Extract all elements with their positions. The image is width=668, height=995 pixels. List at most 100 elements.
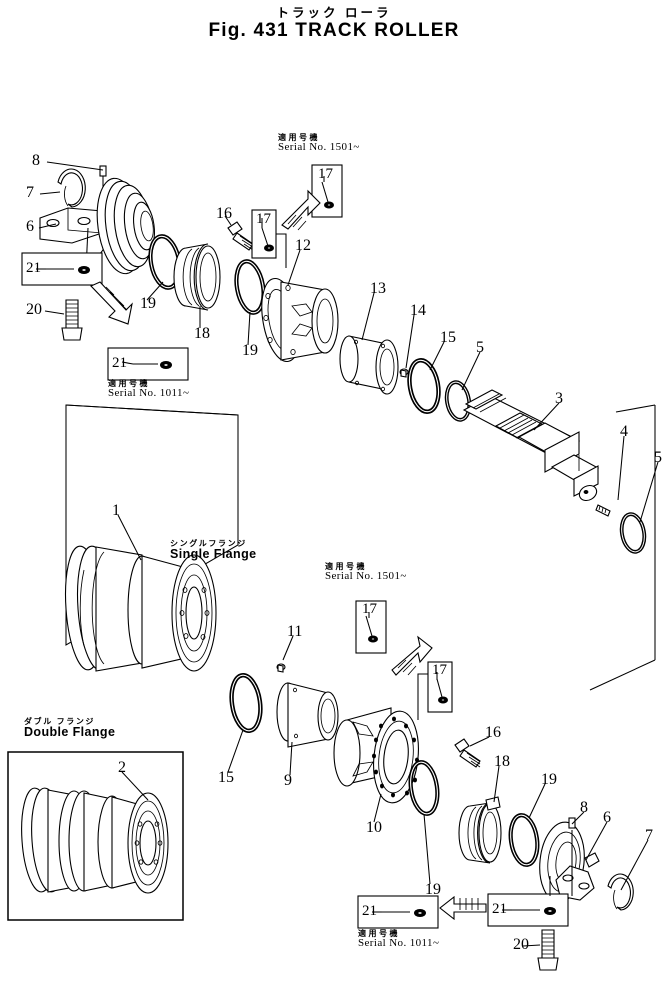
part-8-pin-lower xyxy=(568,817,576,829)
callout-16-lower: 16 xyxy=(485,724,501,741)
callout-20-upper: 20 xyxy=(26,301,42,318)
callout-21-lower-left: 21 xyxy=(362,903,377,919)
part-21-box-lower-right xyxy=(487,876,569,927)
callout-7-upper: 7 xyxy=(26,184,34,201)
callout-20-lower: 20 xyxy=(513,936,529,953)
serial-note-bottom-1501-jp: 適用号機 xyxy=(325,562,367,571)
callout-6-upper: 6 xyxy=(26,218,34,235)
serial-note-bottom-1501-en: Serial No. 1501~ xyxy=(325,570,407,583)
part-6-bracket-upper xyxy=(39,207,103,271)
part-5-oring-upper xyxy=(444,380,472,422)
part-15-oring-lower xyxy=(229,673,263,733)
callout-12: 12 xyxy=(295,237,311,254)
callout-14: 14 xyxy=(410,302,426,319)
part-17-box-lower-right xyxy=(417,661,453,720)
callout-11: 11 xyxy=(287,623,303,640)
callout-19-lower-right: 19 xyxy=(541,771,557,788)
part-2-double-flange-roller xyxy=(7,751,184,921)
callout-6-lower: 6 xyxy=(603,809,611,826)
callout-17-upper-right: 17 xyxy=(318,166,333,182)
part-15-oring-upper xyxy=(407,358,441,414)
leader-lines xyxy=(36,161,659,947)
part-14-pin xyxy=(399,368,409,378)
callout-18-upper: 18 xyxy=(194,325,210,342)
callout-2: 2 xyxy=(118,759,126,776)
part-4-pin xyxy=(595,504,611,517)
callout-5-upper-right: 5 xyxy=(654,449,662,466)
callout-10: 10 xyxy=(366,819,382,836)
part-12-hub-upper xyxy=(261,277,339,363)
part-20-bolt-lower xyxy=(537,929,559,971)
part-9-sleeve-lower xyxy=(276,682,339,748)
part-10-hub-lower xyxy=(333,707,419,804)
part-19-oring-lower-left xyxy=(408,760,440,816)
replacement-arrow-upper-2 xyxy=(90,281,133,325)
part-16-bolt-lower xyxy=(454,738,481,768)
callout-19-lower-left: 19 xyxy=(425,881,441,898)
exploded-view-frame xyxy=(65,404,656,691)
callout-7-lower: 7 xyxy=(645,827,653,844)
callout-18-lower: 18 xyxy=(494,753,510,770)
serial-note-top-1011-en: Serial No. 1011~ xyxy=(108,387,190,400)
part-21-box-lower-left xyxy=(357,895,439,929)
serial-note-top-1011-jp: 適用号機 xyxy=(108,379,150,388)
callout-19-upper-left: 19 xyxy=(140,295,156,312)
part-18-collar-lower xyxy=(458,796,502,864)
label-single-flange-en: Single Flange xyxy=(170,547,257,562)
part-1-single-flange-roller xyxy=(64,545,217,672)
part-13-sleeve xyxy=(339,335,399,395)
upper-seal-assembly xyxy=(96,177,156,275)
replacement-arrow-lower xyxy=(391,635,433,676)
callout-5-upper: 5 xyxy=(476,339,484,356)
part-7-snap-ring-lower xyxy=(607,873,634,911)
callout-8-lower: 8 xyxy=(580,799,588,816)
callout-21-lower-right: 21 xyxy=(492,901,507,917)
part-21-box-upper-lower xyxy=(107,347,189,381)
part-19-oring-lower-right xyxy=(508,813,540,867)
part-7-snap-ring-upper xyxy=(57,168,86,208)
part-11-pin-lower xyxy=(276,663,286,673)
callout-3: 3 xyxy=(555,390,563,407)
part-17-box-upper-right xyxy=(311,164,343,218)
page-title-japanese: トラック ローラ xyxy=(276,6,392,20)
serial-note-bottom-1011-jp: 適用号機 xyxy=(358,929,400,938)
callout-15-lower: 15 xyxy=(218,769,234,786)
callout-17-upper-left: 17 xyxy=(256,211,271,227)
serial-note-top-1501-en: Serial No. 1501~ xyxy=(278,141,360,154)
callout-15-upper: 15 xyxy=(440,329,456,346)
serial-note-bottom-1501: 適用号機 Serial No. 1501~ xyxy=(325,562,407,583)
serial-note-bottom-1011: 適用号機 Serial No. 1011~ xyxy=(358,929,440,950)
callout-16-upper: 16 xyxy=(216,205,232,222)
serial-note-top-1501: 適用号機 Serial No. 1501~ xyxy=(278,133,360,154)
callout-9: 9 xyxy=(284,772,292,789)
callout-1: 1 xyxy=(112,502,120,519)
callout-21-upper-box: 21 xyxy=(26,260,41,276)
callout-19-upper-right: 19 xyxy=(242,342,258,359)
part-17-box-lower-left xyxy=(355,600,387,654)
part-17-box-upper-left xyxy=(251,209,287,268)
page-title: Fig. 431 TRACK ROLLER xyxy=(208,20,460,41)
callout-21-upper-lower-box: 21 xyxy=(112,355,127,371)
part-20-bolt-upper xyxy=(61,299,83,341)
part-5-oring-upper-right xyxy=(619,512,647,554)
label-single-flange-jp: シングルフランジ xyxy=(170,539,247,548)
callout-17-lower-right: 17 xyxy=(432,662,447,678)
serial-note-top-1011: 適用号機 Serial No. 1011~ xyxy=(108,379,190,400)
callout-4: 4 xyxy=(620,423,628,440)
part-21-box-upper-left xyxy=(21,252,103,286)
part-18-collar-upper xyxy=(173,243,221,311)
label-double-flange-jp: ダブル フランジ xyxy=(24,717,96,726)
label-double-flange-en: Double Flange xyxy=(24,725,116,740)
part-3-shaft xyxy=(462,389,600,502)
callout-17-lower-left: 17 xyxy=(362,601,377,617)
label-double-flange: ダブル フランジ Double Flange xyxy=(24,717,116,740)
label-single-flange: シングルフランジ Single Flange xyxy=(170,539,257,562)
callout-8-upper: 8 xyxy=(32,152,40,169)
part-19-oring-upper-right xyxy=(234,259,266,315)
lower-seal-bracket-assembly xyxy=(539,821,600,903)
replacement-arrow-lower-2 xyxy=(439,895,487,921)
serial-note-top-1501-jp: 適用号機 xyxy=(278,133,320,142)
serial-note-bottom-1011-en: Serial No. 1011~ xyxy=(358,937,440,950)
